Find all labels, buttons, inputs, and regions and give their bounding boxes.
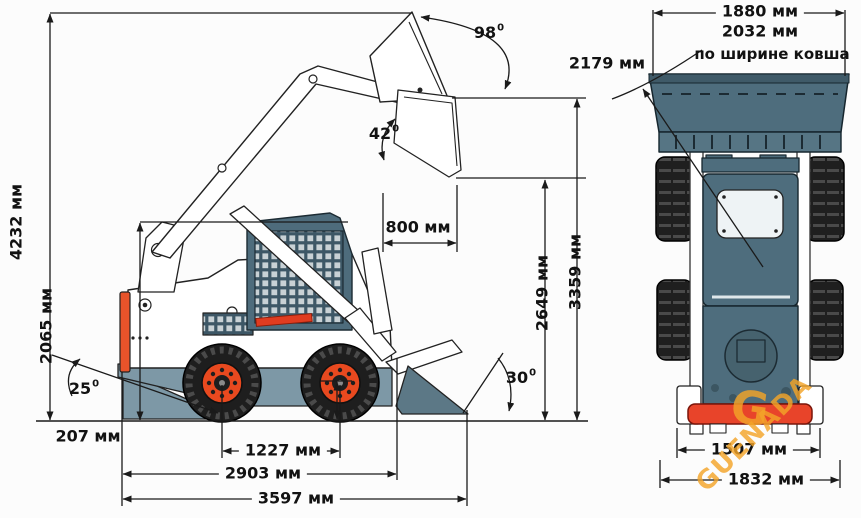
dim-overall-length: 3597 мм (251, 490, 341, 508)
top-tire-front-left (655, 156, 695, 242)
dim-ground-clearance: 207 мм (55, 426, 121, 446)
dim-bucket-width-2032: 2032 мм (721, 21, 799, 41)
angle-value: 30 (505, 367, 529, 387)
dim-dump-angle: 420 (368, 123, 400, 143)
dim-dump-height: 2649 мм (532, 254, 552, 332)
dim-track-width: 1507 мм (704, 441, 794, 459)
top-tire-rear-right (806, 279, 844, 361)
degree-sup: 0 (92, 378, 100, 390)
rear-wheel (182, 343, 262, 423)
degree-sup: 0 (497, 22, 505, 34)
top-tire-rear-left (656, 279, 694, 361)
dim-length-no-bucket: 2903 мм (218, 465, 308, 483)
angle-value: 25 (68, 378, 92, 398)
dim-dump-reach: 800 мм (385, 217, 451, 237)
top-view-machine (648, 73, 850, 435)
dim-departure-angle: 250 (68, 378, 100, 398)
angle-value: 98 (473, 22, 497, 42)
dim-overall-height: 4232 мм (6, 183, 26, 261)
dim-rollback-angle: 980 (473, 22, 505, 42)
dim-width-1880: 1880 мм (715, 3, 805, 21)
degree-sup: 0 (529, 367, 537, 379)
dim-bucket-ground-angle: 300 (505, 367, 537, 387)
dim-wheelbase: 1227 мм (238, 442, 328, 460)
rear-bumper (687, 403, 813, 425)
roof-window (716, 189, 784, 239)
degree-sup: 0 (392, 123, 400, 135)
dim-clearance-radius: 2179 мм (568, 53, 646, 73)
bucket-width-note: по ширине ковша (694, 45, 850, 64)
dim-overall-width: 1832 мм (721, 471, 811, 489)
side-view-machine (117, 11, 469, 423)
top-tire-front-right (805, 156, 845, 242)
dim-hinge-height: 3359 мм (565, 233, 585, 311)
dim-height-over-cab: 2065 мм (36, 287, 56, 365)
angle-value: 42 (368, 123, 392, 143)
